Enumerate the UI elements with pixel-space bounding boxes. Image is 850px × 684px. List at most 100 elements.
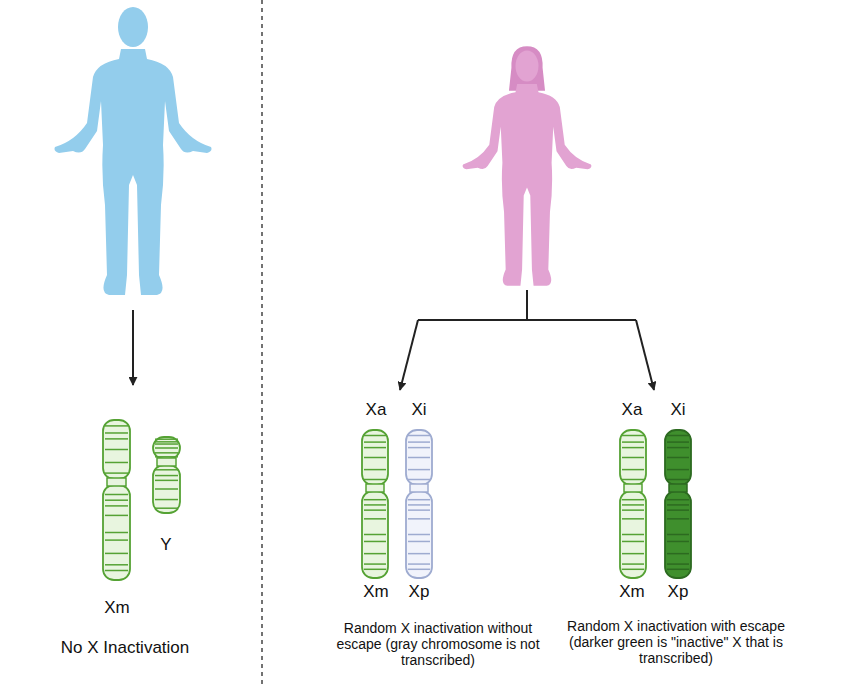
chromosome-band bbox=[364, 563, 386, 565]
chromosome-band bbox=[105, 570, 128, 572]
chromosome-band bbox=[105, 432, 128, 434]
chromosome-band bbox=[408, 447, 430, 449]
female-figure bbox=[463, 46, 592, 285]
chromosome-band bbox=[408, 479, 430, 481]
centromere bbox=[624, 484, 642, 492]
caption: Random X inactivation without escape (gr… bbox=[329, 620, 547, 668]
chromosome-band bbox=[622, 534, 644, 536]
chromosome-band bbox=[667, 541, 689, 543]
chromosome-band bbox=[155, 469, 178, 471]
chromosome-arm bbox=[406, 491, 432, 578]
chromosome-label: Y bbox=[160, 535, 171, 555]
chromosome-band bbox=[408, 563, 430, 565]
chromosome-band bbox=[408, 435, 430, 437]
chromosome-band bbox=[105, 472, 128, 474]
chromosome-band bbox=[667, 441, 689, 443]
chromosome bbox=[362, 430, 388, 578]
chromosome-arm bbox=[665, 430, 691, 485]
chromosome-arm bbox=[362, 430, 388, 485]
chromosome-band bbox=[622, 563, 644, 565]
chromosome-band bbox=[105, 499, 128, 501]
centromere bbox=[157, 458, 176, 466]
chromosome-arm bbox=[103, 420, 130, 479]
centromere bbox=[669, 484, 687, 492]
chromosome-label: Xm bbox=[104, 598, 130, 618]
chromosome-band bbox=[408, 518, 430, 520]
chromosome-arm bbox=[620, 491, 646, 578]
chromosome bbox=[665, 430, 691, 578]
chromosome-band bbox=[408, 509, 430, 511]
chromosome-band bbox=[622, 553, 644, 555]
chromosome-band bbox=[364, 504, 386, 506]
chromosome-band bbox=[364, 479, 386, 481]
chromosome-band bbox=[364, 447, 386, 449]
chromosome-band bbox=[105, 494, 128, 496]
chromosome-band bbox=[364, 435, 386, 437]
chromosome-band bbox=[105, 515, 128, 517]
chromosome-band bbox=[622, 479, 644, 481]
chromosome-band bbox=[364, 469, 386, 471]
chromosome-band bbox=[105, 553, 128, 555]
chromosome-band bbox=[364, 569, 386, 571]
chromosome bbox=[406, 430, 432, 578]
chromosome-arm bbox=[362, 491, 388, 578]
chromosome-band bbox=[667, 518, 689, 520]
chromosome-band bbox=[667, 509, 689, 511]
chromosome-band bbox=[155, 441, 178, 443]
divider-line bbox=[261, 0, 263, 684]
chromosome-band bbox=[364, 499, 386, 501]
chromosome-band bbox=[408, 541, 430, 543]
chromosome-band bbox=[408, 469, 430, 471]
chromosome-band bbox=[667, 534, 689, 536]
chromosome-band bbox=[155, 475, 178, 477]
chromosome-band bbox=[622, 509, 644, 511]
chromosome-band bbox=[105, 449, 128, 451]
chromosome-band bbox=[667, 499, 689, 501]
chromosome-label: Xi bbox=[411, 400, 426, 420]
chromosome-band bbox=[622, 499, 644, 501]
chromosome-band bbox=[408, 499, 430, 501]
chromosome-band bbox=[364, 541, 386, 543]
chromosome-band bbox=[155, 438, 178, 440]
chromosome-band bbox=[622, 447, 644, 449]
chromosome-band bbox=[622, 504, 644, 506]
chromosome-label: Xm bbox=[619, 582, 645, 602]
chromosome-band bbox=[667, 435, 689, 437]
chromosome-band bbox=[408, 504, 430, 506]
centromere bbox=[410, 484, 428, 492]
chromosome-band bbox=[155, 480, 178, 482]
split-line bbox=[418, 290, 636, 320]
chromosome bbox=[620, 430, 646, 578]
chromosome-band bbox=[105, 425, 128, 427]
chromosome-band bbox=[667, 563, 689, 565]
chromosome-arm bbox=[103, 485, 130, 580]
chromosome-band bbox=[364, 518, 386, 520]
chromosome-band bbox=[155, 507, 178, 509]
chromosome-arm bbox=[153, 437, 180, 459]
chromosome-band bbox=[364, 553, 386, 555]
chromosome-label: No X Inactivation bbox=[61, 638, 190, 658]
chromosome-band bbox=[622, 569, 644, 571]
chromosome-band bbox=[105, 438, 128, 440]
chromosome-band bbox=[667, 469, 689, 471]
arrow bbox=[400, 320, 418, 390]
chromosome-arm bbox=[406, 430, 432, 485]
chromosome-band bbox=[364, 441, 386, 443]
chromosome-band bbox=[667, 457, 689, 459]
chromosome-band bbox=[622, 435, 644, 437]
chromosome-band bbox=[667, 447, 689, 449]
chromosome-band bbox=[667, 479, 689, 481]
chromosome-band bbox=[105, 532, 128, 534]
chromosome-band bbox=[364, 509, 386, 511]
chromosome-band bbox=[622, 518, 644, 520]
chromosome-band bbox=[155, 443, 178, 445]
chromosome-band bbox=[408, 553, 430, 555]
chromosome-band bbox=[105, 539, 128, 541]
chromosome bbox=[153, 437, 180, 513]
chromosome-band bbox=[408, 441, 430, 443]
chromosome-band bbox=[155, 447, 178, 449]
chromosome-band bbox=[622, 541, 644, 543]
chromosome-band bbox=[105, 564, 128, 566]
chromosome-label: Xp bbox=[409, 582, 430, 602]
